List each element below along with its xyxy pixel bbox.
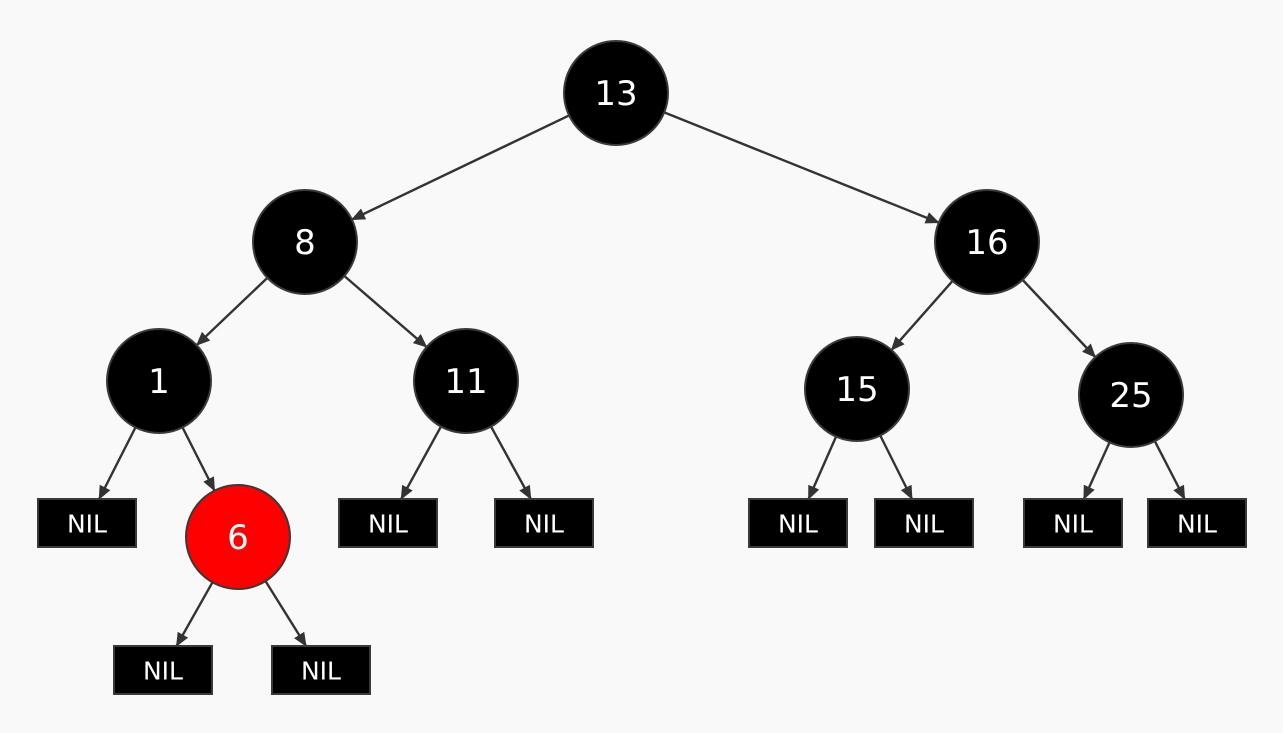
nil-box [494,498,594,548]
nil-box [338,498,438,548]
nil-box [37,498,137,548]
nil-box [874,498,974,548]
nil-leaf: NIL [271,645,371,695]
node-circle [804,336,910,442]
nil-label: NIL [778,510,818,539]
tree-node-16-black: 16 [934,189,1040,295]
edges-layer [98,111,1186,647]
edge-n16-to-n25 [1021,279,1097,358]
node-label: 8 [294,223,316,263]
nil-leaf: NIL [37,498,137,548]
edge-n25-to-nil8 [1082,441,1111,500]
edge-n15-to-nil7 [879,434,914,500]
edge-n1-to-n6 [181,426,216,492]
tree-node-6-red: 6 [185,484,291,590]
node-circle [413,328,519,434]
edge-n13-to-n8 [350,114,570,221]
tree-node-8-black: 8 [252,189,358,295]
nil-box [1147,498,1247,548]
tree-node-15-black: 15 [804,336,910,442]
edge-n8-to-n11 [343,275,428,348]
node-label: 15 [835,370,878,410]
edge-n6-to-nil3 [264,580,308,647]
node-circle [185,484,291,590]
node-circle [1078,342,1184,448]
nil-leaf: NIL [1023,498,1123,548]
nil-leaf: NIL [874,498,974,548]
nil-box [1023,498,1123,548]
node-label: 25 [1109,376,1152,416]
edge-n15-to-nil6 [807,436,838,500]
nil-label: NIL [301,657,341,686]
tree-node-13-black: 13 [563,40,669,146]
nil-label: NIL [143,657,183,686]
nil-leaf: NIL [113,645,213,695]
nil-label: NIL [368,510,408,539]
node-circle [934,189,1040,295]
nil-leaf: NIL [1147,498,1247,548]
edge-n11-to-nil5 [489,425,532,500]
nil-box [113,645,213,695]
node-label: 16 [965,223,1008,263]
nil-label: NIL [67,510,107,539]
edge-n8-to-n1 [195,276,269,347]
nil-leaf: NIL [494,498,594,548]
node-circle [106,328,212,434]
edge-n11-to-nil4 [400,425,443,500]
nil-label: NIL [1053,510,1093,539]
tree-node-11-black: 11 [413,328,519,434]
node-label: 13 [594,74,637,114]
nil-leaf: NIL [338,498,438,548]
edge-n16-to-n15 [890,280,954,351]
edge-n1-to-nil1 [98,426,137,500]
node-circle [252,189,358,295]
edge-n25-to-nil9 [1153,440,1186,500]
nil-label: NIL [524,510,564,539]
tree-node-1-black: 1 [106,328,212,434]
edge-n6-to-nil2 [175,581,214,647]
node-label: 1 [148,362,170,402]
nil-label: NIL [904,510,944,539]
node-circle [563,40,669,146]
nil-label: NIL [1177,510,1217,539]
nil-box [748,498,848,548]
nil-leaf: NIL [748,498,848,548]
edge-n13-to-n16 [663,111,940,224]
nil-box [271,645,371,695]
tree-node-25-black: 25 [1078,342,1184,448]
nil-leaves-layer: NIL NIL NIL NIL NIL NIL NIL NIL NIL [37,498,1247,695]
node-label: 6 [227,518,249,558]
node-label: 11 [444,362,487,402]
